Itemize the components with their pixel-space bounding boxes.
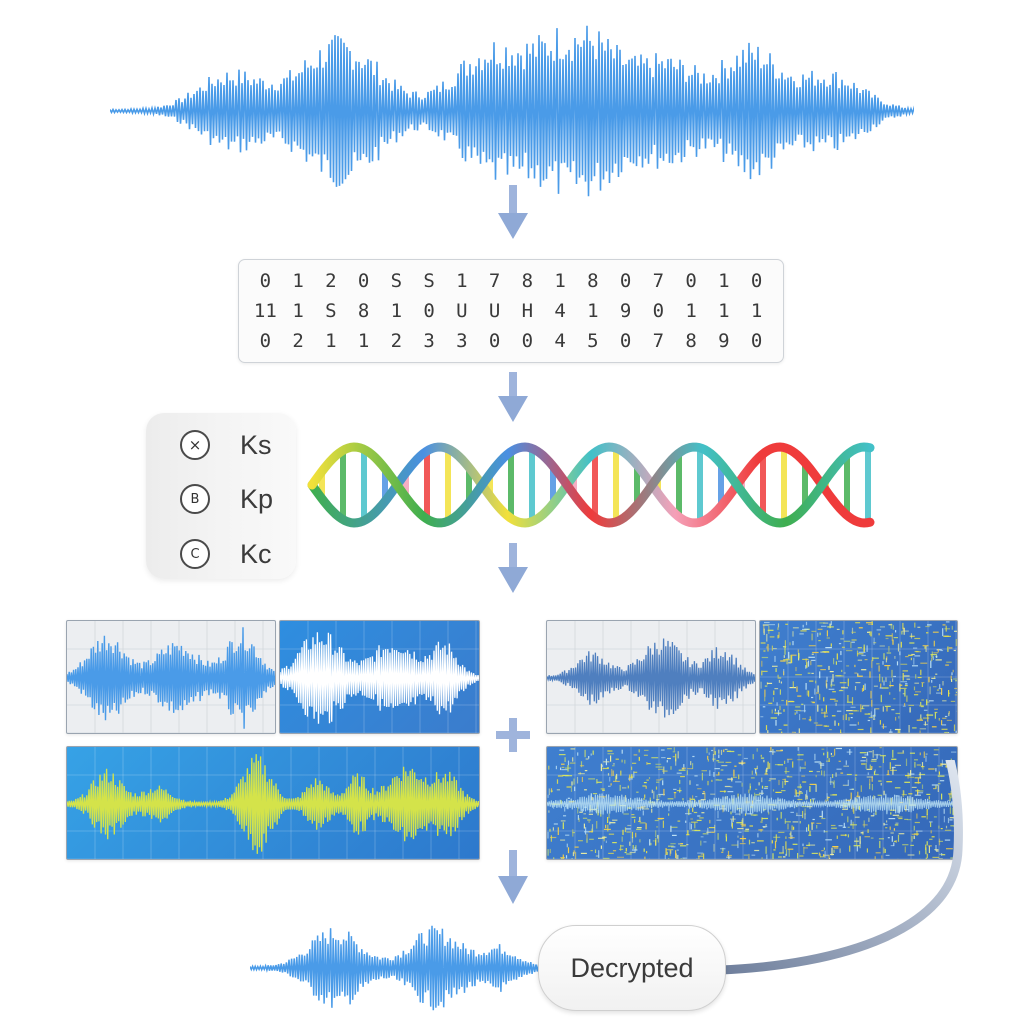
digit-cell: U: [456, 300, 468, 322]
waveform-chart: [67, 747, 479, 859]
digit-cell: 8: [357, 300, 370, 322]
output-waveform: [250, 925, 550, 1011]
waveform-chart: [280, 621, 479, 733]
digit-cell: 0: [259, 330, 272, 352]
down-arrow-icon: [498, 543, 528, 593]
digit-cell: 8: [685, 330, 697, 352]
key-row-kc: C Kc: [180, 534, 272, 574]
decrypted-label: Decrypted: [570, 952, 694, 983]
digit-cell: 4: [554, 300, 566, 322]
digit-cell: 1: [292, 300, 304, 322]
digit-cell: 0: [750, 270, 763, 292]
digit-cell: 3: [423, 330, 435, 352]
digit-cell: S: [390, 270, 403, 292]
noise-pattern: [760, 621, 957, 733]
key-label-kp: Kp: [240, 483, 274, 514]
digit-cell: 11: [253, 300, 277, 322]
digit-cell: 1: [750, 300, 763, 322]
digit-cell: 0: [619, 330, 632, 352]
down-arrow-icon: [498, 850, 528, 904]
b-circle-icon: B: [180, 484, 210, 514]
digit-cell: 0: [357, 270, 370, 292]
digit-cell: 2: [325, 270, 337, 292]
panel-waveform-blue: [279, 620, 480, 734]
waveform-chart: [67, 621, 275, 733]
decrypted-output: Decrypted: [538, 925, 726, 1011]
key-label-ks: Ks: [240, 429, 272, 460]
digit-cell: 0: [259, 270, 272, 292]
waveform-chart: [547, 621, 755, 733]
digit-cell: 1: [325, 330, 337, 352]
digit-cell: 1: [390, 300, 403, 322]
digit-cell: 8: [587, 270, 599, 292]
digit-cell: 1: [587, 300, 599, 322]
panel-noise-pattern-wide: [546, 746, 958, 860]
noise-pattern: [547, 747, 957, 859]
down-arrow-icon: [498, 372, 528, 422]
return-connector: [715, 760, 963, 975]
digit-cell: 0: [521, 330, 534, 352]
digit-cell: 1: [554, 270, 566, 292]
digit-cell: 1: [718, 300, 730, 322]
digit-cell: 7: [652, 330, 665, 352]
key-row-kp: B Kp: [180, 479, 273, 519]
panel-waveform-yellow: [66, 746, 480, 860]
digit-cell: S: [325, 300, 337, 322]
plus-icon: [496, 718, 530, 752]
digit-cell: 0: [652, 300, 665, 322]
digit-cell: U: [488, 300, 501, 322]
key-row-ks: × Ks: [180, 425, 272, 465]
x-circle-icon: ×: [180, 430, 210, 460]
digit-cell: 3: [456, 330, 468, 352]
digit-cell: 8: [521, 270, 534, 292]
digit-cell: 7: [652, 270, 665, 292]
digit-cell: S: [423, 270, 435, 292]
input-waveform: [110, 25, 914, 197]
digit-cell: 9: [619, 300, 632, 322]
digit-cell: 7: [488, 270, 501, 292]
digit-cell: 0: [619, 270, 632, 292]
digit-cell: 1: [292, 270, 304, 292]
key-panel: × Ks B Kp C Kc: [146, 413, 296, 579]
digit-cell: 5: [587, 330, 599, 352]
panel-noise-pattern: [759, 620, 958, 734]
digit-cell: 0: [488, 330, 501, 352]
panel-waveform-gray: [66, 620, 276, 734]
c-circle-icon: C: [180, 539, 210, 569]
dna-helix-icon: [307, 442, 875, 528]
digit-cell: 9: [718, 330, 730, 352]
down-arrow-icon: [498, 185, 528, 239]
digit-cell: H: [521, 300, 534, 322]
digit-cell: 1: [456, 270, 468, 292]
key-label-kc: Kc: [240, 538, 272, 569]
digit-cell: 1: [685, 300, 697, 322]
digit-cell: 0: [685, 270, 697, 292]
digit-cell: 0: [423, 300, 435, 322]
digit-cell: 2: [390, 330, 403, 352]
digit-cell: 1: [718, 270, 730, 292]
digit-cell: 1: [357, 330, 370, 352]
digit-cell: 4: [554, 330, 566, 352]
digit-cell: 2: [292, 330, 304, 352]
panel-waveform-gray-right: [546, 620, 756, 734]
digit-cell: 0: [750, 330, 763, 352]
